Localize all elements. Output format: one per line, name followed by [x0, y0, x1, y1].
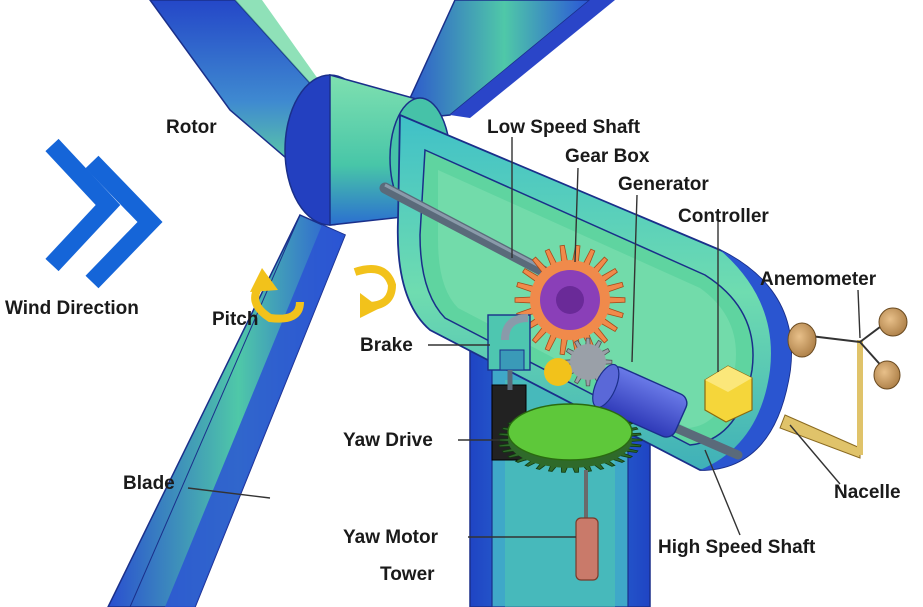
label-wind-direction: Wind Direction — [5, 298, 139, 319]
lower-blade — [107, 214, 346, 607]
label-anemometer: Anemometer — [760, 269, 877, 290]
low-speed-shaft — [379, 182, 566, 286]
yaw-drive — [491, 370, 643, 473]
label-tower: Tower — [380, 564, 435, 585]
label-pitch: Pitch — [212, 309, 258, 330]
gear-box — [514, 244, 626, 387]
brake — [487, 314, 531, 371]
label-gear-box: Gear Box — [565, 146, 650, 167]
label-low-speed-shaft: Low Speed Shaft — [487, 117, 641, 138]
label-generator: Generator — [618, 174, 709, 195]
pitch-arrow-left-icon — [250, 268, 304, 323]
label-yaw-motor: Yaw Motor — [343, 527, 439, 548]
generator — [592, 363, 688, 438]
gear-tooth — [607, 296, 626, 304]
pitch-arrow-right-icon — [353, 265, 397, 318]
label-nacelle: Nacelle — [834, 482, 901, 503]
label-yaw-drive: Yaw Drive — [343, 430, 433, 451]
label-rotor: Rotor — [166, 117, 217, 138]
anemometer-icon — [779, 307, 908, 459]
yaw-motor — [575, 470, 599, 581]
label-brake: Brake — [360, 335, 413, 356]
leader-lines — [187, 137, 861, 538]
wind-direction-arrow-icon — [45, 138, 163, 289]
label-blade: Blade — [123, 473, 175, 494]
label-high-speed-shaft: High Speed Shaft — [658, 537, 816, 558]
label-controller: Controller — [678, 206, 769, 227]
controller — [704, 365, 753, 423]
upper-right-blade — [398, 0, 615, 121]
gear-tooth — [514, 296, 533, 304]
